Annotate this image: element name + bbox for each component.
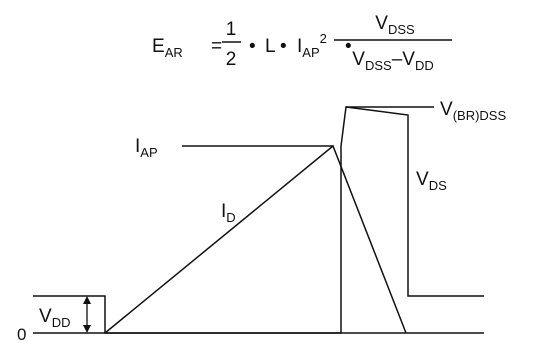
formula-fraction-denominator: VDSS–VDD <box>352 49 433 73</box>
formula-iap-squared: IAP2 <box>297 31 327 60</box>
label-drain-current: ID <box>221 201 236 225</box>
formula-bullet-2: • <box>280 36 287 57</box>
label-avalanche-current: IAP <box>135 136 158 160</box>
formula-equals: = <box>211 36 222 57</box>
formula-half-denominator: 2 <box>226 49 237 70</box>
label-zero: 0 <box>17 325 26 344</box>
formula-half-numerator: 1 <box>226 19 237 40</box>
label-supply-voltage: VDD <box>39 306 70 330</box>
avalanche-energy-formula: EAR = 1 2 • L • IAP2 • VDSS VDSS–VDD <box>152 13 452 73</box>
label-breakdown-voltage: V(BR)DSS <box>440 99 506 123</box>
drain-current-waveform <box>104 144 407 334</box>
formula-bullet-3: • <box>345 36 352 57</box>
drain-source-voltage-waveform <box>33 106 484 334</box>
label-drain-source-voltage: VDS <box>416 169 447 193</box>
vdd-dimension-arrow <box>83 296 91 333</box>
formula-fraction-numerator: VDSS <box>375 13 415 37</box>
formula-bullet-1: • <box>249 36 256 57</box>
formula-inductance: L <box>265 36 276 57</box>
formula-lhs: EAR <box>152 36 183 60</box>
